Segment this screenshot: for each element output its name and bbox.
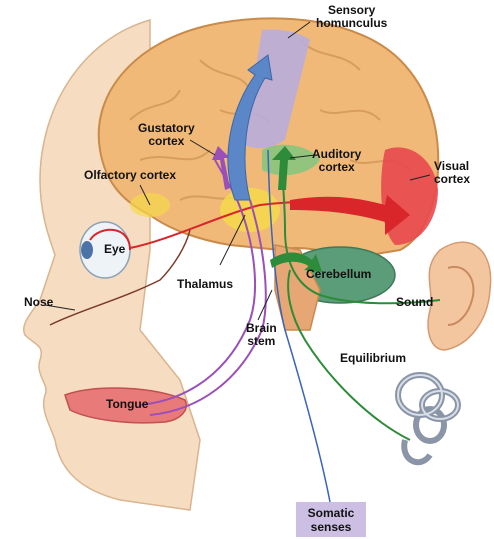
label-gustatory-cortex: Gustatory cortex (138, 122, 195, 148)
label-sound: Sound (396, 296, 433, 309)
label-eye: Eye (104, 243, 125, 256)
label-equilibrium: Equilibrium (340, 352, 406, 365)
label-brain-stem: Brain stem (246, 322, 277, 348)
label-tongue: Tongue (106, 398, 148, 411)
label-auditory-cortex: Auditory cortex (312, 148, 361, 174)
label-thalamus: Thalamus (177, 278, 233, 291)
label-nose: Nose (24, 296, 53, 309)
label-somatic-senses: Somatic senses (296, 502, 366, 537)
inner-ear (398, 375, 458, 462)
label-visual-cortex: Visual cortex (434, 160, 470, 186)
label-olfactory-cortex: Olfactory cortex (84, 169, 176, 182)
ear-outer (428, 242, 491, 350)
label-cerebellum: Cerebellum (306, 268, 371, 281)
iris (81, 241, 93, 259)
label-sensory-homunculus: Sensory homunculus (316, 4, 387, 30)
